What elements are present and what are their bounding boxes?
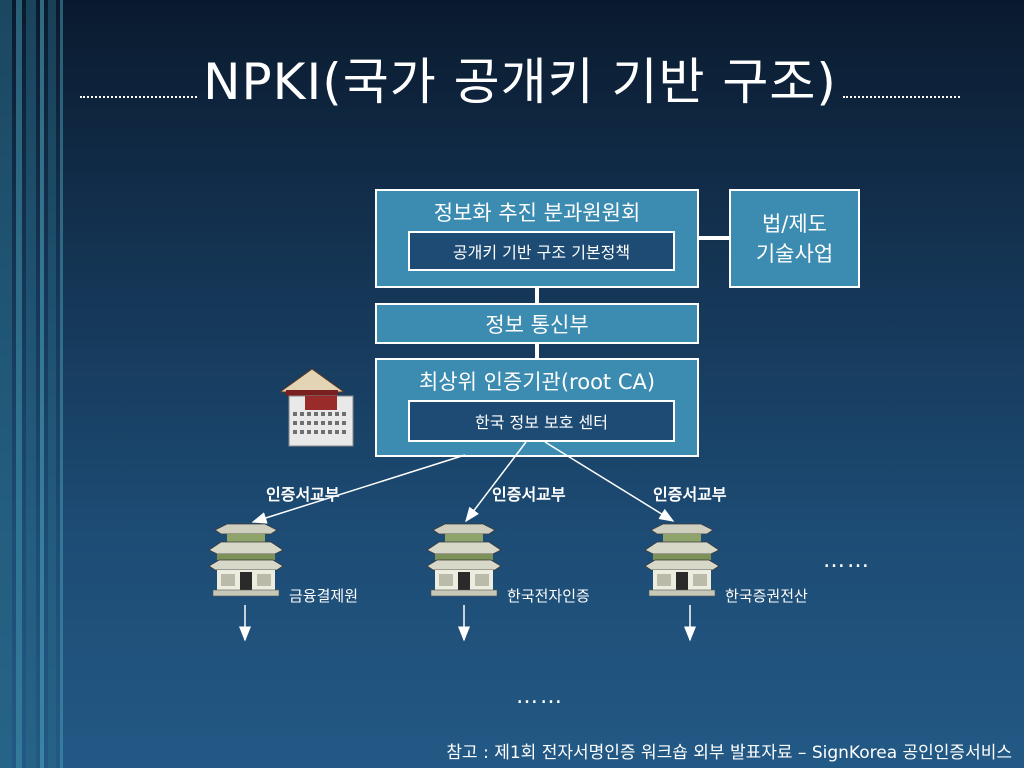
more-orgs-ellipsis: ……: [823, 548, 871, 573]
center-box: 한국 정보 보호 센터: [408, 400, 675, 442]
connector-ministry-rootca: [535, 344, 539, 358]
committee-box: 정보화 추진 분과원원회 공개키 기반 구조 기본정책: [375, 189, 699, 288]
legal-box: 법/제도 기술사업: [729, 189, 860, 288]
org-name-2: 한국전자인증: [507, 587, 590, 605]
palace-building-icon-3: [644, 523, 720, 597]
title-dots-right: [842, 96, 961, 98]
more-below-ellipsis: ……: [516, 684, 564, 709]
cert-issue-label-1: 인증서교부: [266, 485, 340, 504]
cert-issue-label-2: 인증서교부: [492, 485, 566, 504]
org-name-3: 한국증권전산: [725, 587, 808, 605]
legal-line1: 법/제도: [761, 211, 828, 236]
page-title: NPKI(국가 공개키 기반 구조): [203, 53, 837, 111]
legal-line2: 기술사업: [755, 241, 834, 266]
root-ca-box: 최상위 인증기관(root CA) 한국 정보 보호 센터: [375, 358, 699, 457]
title-row: NPKI(국가 공개키 기반 구조): [80, 38, 961, 118]
arrow-to-org-3: [544, 441, 675, 522]
root-ca-title: 최상위 인증기관(root CA): [418, 370, 656, 394]
ministry-box: 정보 통신부: [375, 303, 699, 344]
footer-reference: 참고 : 제1회 전자서명인증 워크숍 외부 발표자료 – SignKorea …: [446, 743, 1012, 763]
org-name-1: 금융결제원: [289, 587, 359, 605]
cert-issue-label-3: 인증서교부: [653, 485, 727, 504]
connector-committee-ministry: [535, 288, 539, 303]
arrow-to-org-2: [465, 441, 527, 523]
connector-committee-legal: [699, 236, 729, 240]
title-dots-left: [80, 96, 198, 98]
arrow-to-org-1: [251, 454, 466, 524]
decorative-stripes: [0, 0, 70, 768]
policy-box: 공개키 기반 구조 기본정책: [408, 231, 675, 271]
palace-building-icon-1: [208, 523, 284, 597]
committee-title: 정보화 추진 분과원원회: [433, 201, 641, 225]
palace-building-icon-2: [426, 523, 502, 597]
